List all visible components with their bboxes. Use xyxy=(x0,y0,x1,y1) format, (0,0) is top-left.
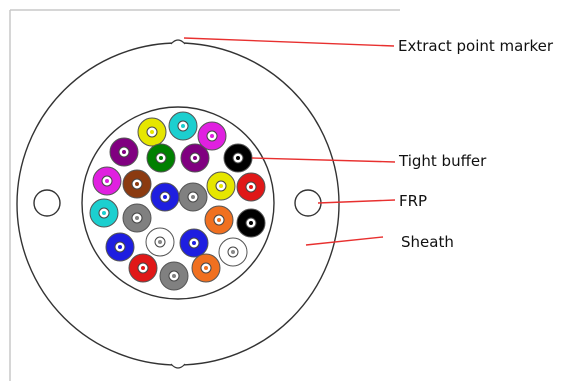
tight-buffer-fiber xyxy=(137,117,167,147)
tight-buffer-fiber xyxy=(180,143,210,173)
frp-label: FRP xyxy=(399,192,428,210)
leader-line-sheath xyxy=(305,236,384,246)
tight-buffer-fiber xyxy=(191,253,221,283)
tight-buffer-fiber xyxy=(204,205,234,235)
tight-buffer-fiber xyxy=(128,253,158,283)
tight-buffer-fiber xyxy=(159,261,189,291)
tight-buffer-fiber xyxy=(236,208,266,238)
tight-buffer-fiber xyxy=(145,227,175,257)
leader-line-tight-buffer xyxy=(251,157,396,163)
tight-buffer-fibers xyxy=(89,111,266,291)
tight-buffer-label: Tight buffer xyxy=(399,152,487,170)
tight-buffer-fiber xyxy=(178,182,208,212)
tight-buffer-fiber xyxy=(168,111,198,141)
extract-point-marker-top xyxy=(170,39,186,45)
frp-rod-right xyxy=(294,189,322,217)
tight-buffer-fiber xyxy=(179,228,209,258)
extract-point-marker-label: Extract point marker xyxy=(398,37,554,55)
tight-buffer-fiber xyxy=(92,166,122,196)
tight-buffer-fiber xyxy=(206,171,236,201)
tight-buffer-fiber xyxy=(105,232,135,262)
leader-line-extract-point xyxy=(183,37,395,47)
tight-buffer-fiber xyxy=(122,203,152,233)
tight-buffer-fiber xyxy=(109,137,139,167)
tight-buffer-fiber xyxy=(218,237,248,267)
frp-rod-left xyxy=(33,189,61,217)
tight-buffer-fiber xyxy=(89,198,119,228)
leader-line-frp xyxy=(317,199,396,204)
tight-buffer-fiber xyxy=(150,182,180,212)
tight-buffer-fiber xyxy=(146,143,176,173)
tight-buffer-fiber xyxy=(122,169,152,199)
tight-buffer-fiber xyxy=(197,121,227,151)
tight-buffer-fiber xyxy=(236,172,266,202)
extract-point-marker-bottom xyxy=(170,363,186,369)
tight-buffer-fiber xyxy=(223,143,253,173)
sheath-label: Sheath xyxy=(401,233,454,251)
